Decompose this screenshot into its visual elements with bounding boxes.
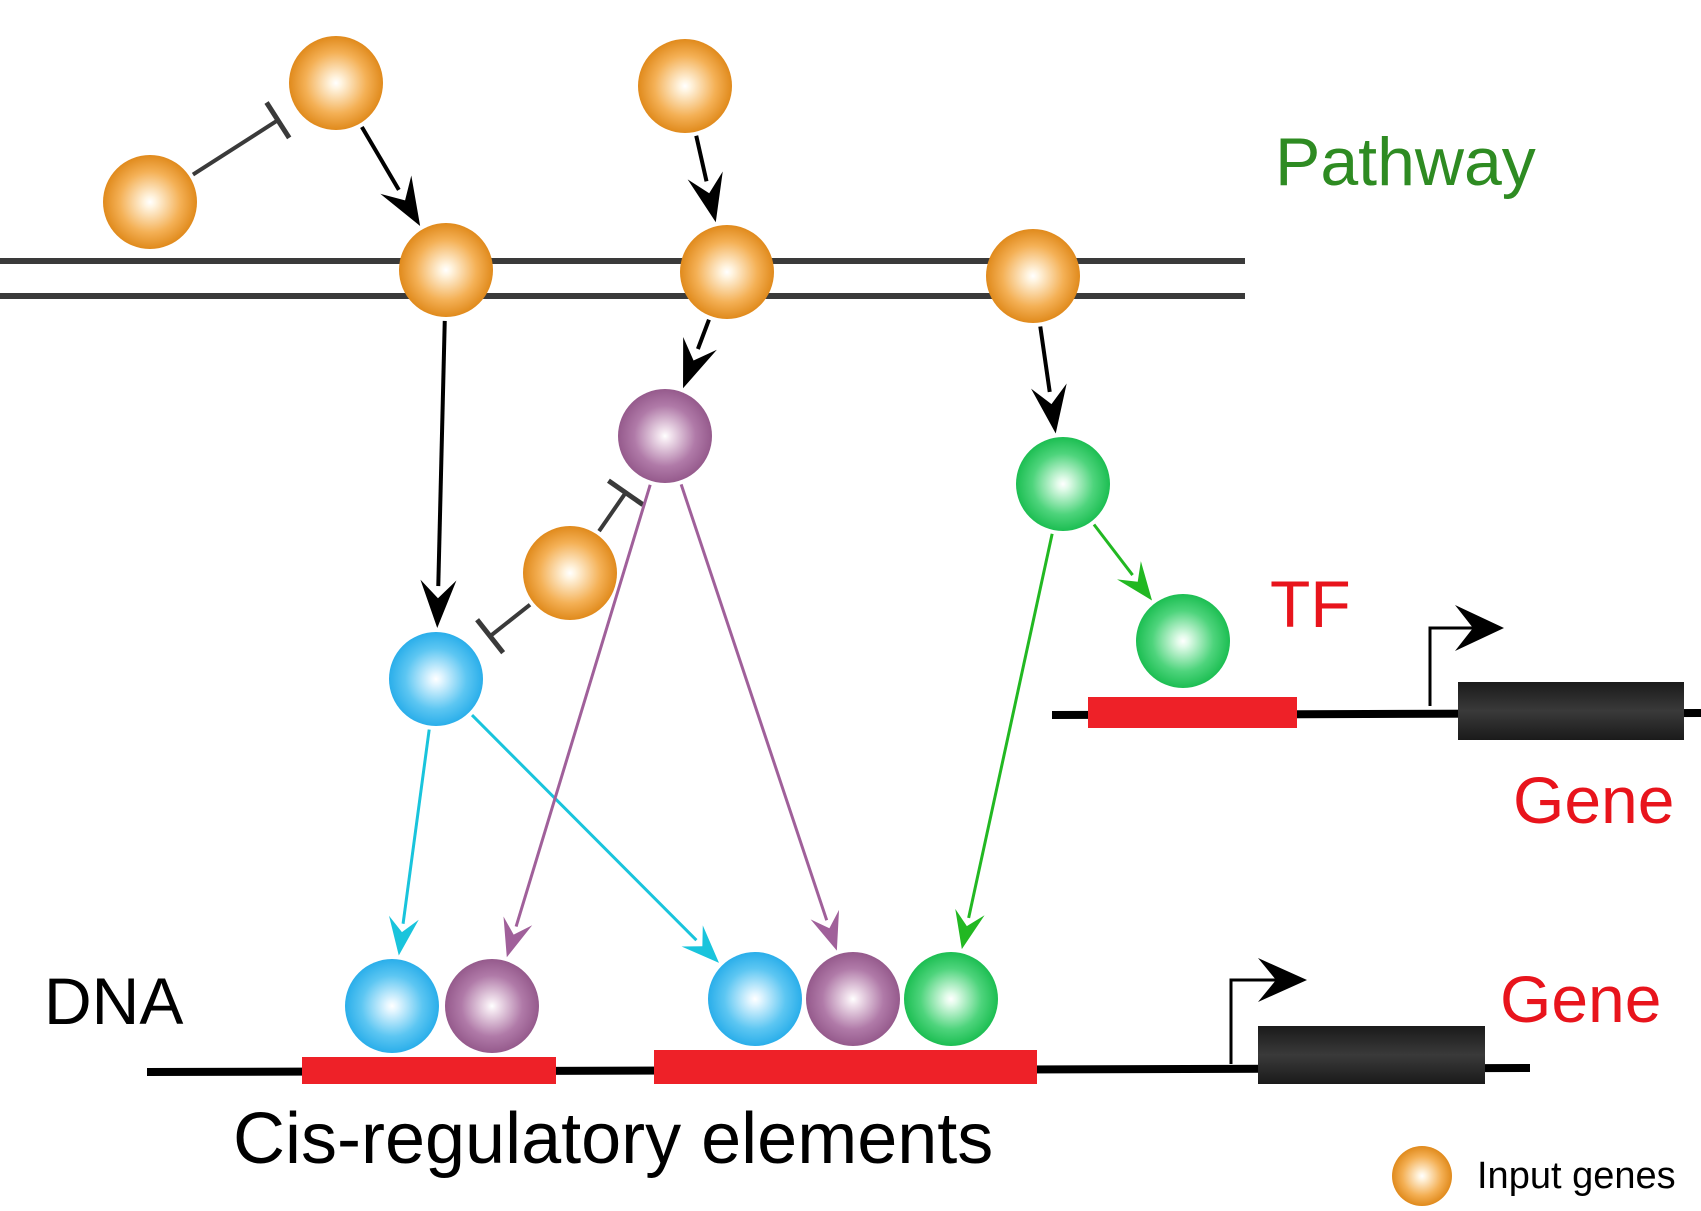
edge-blue-signal-to-blue-bound-2 (470, 714, 719, 963)
orange-input-1-node (103, 155, 197, 249)
cis-regulatory-label: Cis-regulatory elements (233, 1099, 993, 1179)
cis-element-2 (654, 1050, 1037, 1084)
orange-membrane-1-node (399, 223, 493, 317)
blue-bound-1-node (345, 959, 439, 1053)
orange-membrane-3-node (986, 229, 1080, 323)
tf-label: TF (1270, 567, 1351, 641)
gene-block-upper (1458, 682, 1684, 740)
dna-strand-upper (1051, 605, 1701, 740)
blue-signal-node (389, 632, 483, 726)
green-tf-node (1136, 594, 1230, 688)
purple-bound-2-node (806, 952, 900, 1046)
edge-orange-input-3-to-orange-membrane-2 (687, 135, 723, 223)
edge-orange-input-1-to-orange-input-2 (191, 101, 292, 177)
cis-element-1 (302, 1057, 556, 1084)
edge-orange-membrane-2-to-purple-signal (683, 318, 717, 389)
edge-purple-signal-to-purple-bound-2 (679, 483, 840, 951)
nodes (103, 36, 1452, 1206)
edge-green-signal-to-green-bound (955, 533, 1054, 950)
edge-orange-inhibitor-to-blue-signal (475, 603, 532, 655)
dna-strand-lower (146, 958, 1531, 1084)
green-bound-node (904, 952, 998, 1046)
promoter-arrow-lower (1229, 978, 1297, 1064)
edge-orange-membrane-3-to-green-signal (1031, 326, 1067, 434)
promoter-arrow-upper (1428, 626, 1492, 706)
edge-green-signal-to-green-tf (1092, 523, 1153, 601)
blue-bound-2-node (708, 952, 802, 1046)
legend-node-node (1392, 1146, 1452, 1206)
edge-orange-input-2-to-orange-membrane-1 (360, 125, 421, 227)
purple-bound-1-node (445, 959, 539, 1053)
orange-input-2-node (289, 36, 383, 130)
purple-signal-node (618, 389, 712, 483)
orange-input-3-node (638, 39, 732, 133)
edge-orange-membrane-1-to-blue-signal (420, 320, 457, 629)
edge-blue-signal-to-blue-bound-1 (389, 729, 431, 956)
green-signal-node (1016, 437, 1110, 531)
orange-inhibitor-node (523, 526, 617, 620)
legend-label: Input genes (1477, 1155, 1676, 1197)
tf-binding-site (1088, 697, 1297, 728)
edge-orange-inhibitor-to-purple-signal (597, 478, 645, 533)
gene-label-lower: Gene (1500, 962, 1661, 1036)
pathway-label: Pathway (1275, 124, 1536, 200)
gene-block-lower (1258, 1026, 1485, 1084)
edges (191, 101, 1153, 963)
orange-membrane-2-node (680, 225, 774, 319)
dna-label: DNA (44, 964, 183, 1038)
edge-purple-signal-to-purple-bound-1 (503, 484, 652, 958)
gene-label-upper: Gene (1513, 763, 1674, 837)
